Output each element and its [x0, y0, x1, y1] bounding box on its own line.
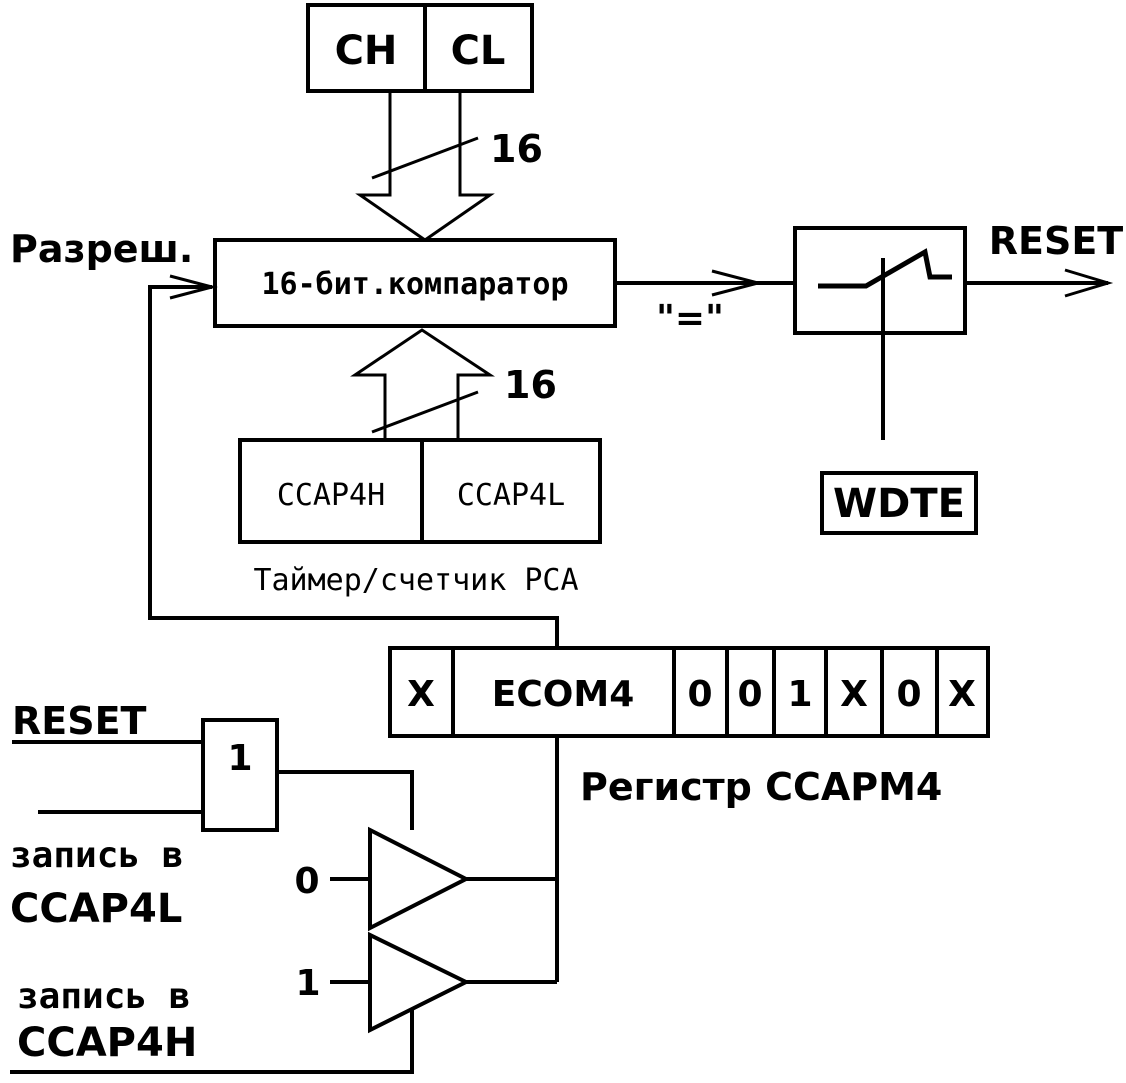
reset-out-arrowhead [1064, 268, 1114, 298]
ccapm4-caption: Регистр CCAPM4 [580, 765, 942, 809]
equal-arrowhead [711, 269, 764, 297]
equal-label: "=" [656, 298, 724, 339]
ccapm4-bit-4: 0 [737, 674, 762, 715]
ccapm4-bit-3: 1 [787, 674, 812, 715]
pulse-symbol [818, 248, 952, 289]
ccap4l-label: CCAP4L [457, 478, 565, 513]
write-low-line2: CCAP4L [10, 886, 182, 932]
write-low-line1: запись в [10, 835, 183, 876]
ccapm4-bit-7: X [407, 674, 435, 715]
reset-out-label: RESET [989, 219, 1124, 263]
timer-caption: Таймер/счетчик PCA [253, 563, 578, 598]
enable-feedback-line [148, 285, 559, 648]
buffer-0-input-label: 0 [294, 861, 319, 902]
ch-label: CH [335, 28, 398, 74]
bottom-bus-width: 16 [504, 363, 557, 407]
write-high-line1: запись в [17, 976, 190, 1017]
or-gate-label: 1 [227, 738, 252, 779]
cl-label: CL [451, 28, 506, 74]
enable-label: Разреш. [10, 227, 193, 271]
ccapm4-bit-0: X [948, 674, 976, 715]
bottom-bus-slash [371, 390, 479, 434]
bottom-bus-arrow [350, 328, 495, 442]
buffer-0 [368, 826, 471, 932]
top-bus-arrow [355, 89, 495, 242]
comparator-label: 16-бит.компаратор [261, 267, 568, 302]
wdte-box [820, 471, 978, 535]
top-bus-width: 16 [490, 127, 543, 171]
ccapm4-bit-5: 0 [687, 674, 712, 715]
top-bus-slash [371, 136, 479, 180]
ccapm4-register [388, 646, 990, 738]
ccapm4-bit-2: X [840, 674, 868, 715]
buffer-1-input-label: 1 [295, 963, 320, 1004]
ccap4h-label: CCAP4H [277, 478, 385, 513]
write-high-line [10, 1008, 414, 1074]
reset-pulse-box [793, 226, 967, 335]
reset-in-label: RESET [12, 699, 147, 743]
or-output-line [277, 770, 414, 830]
ccapm4-bit-6: ECOM4 [492, 674, 635, 715]
or-gate [201, 718, 279, 832]
enable-arrowhead [169, 274, 218, 300]
ccapm4-bit-1: 0 [896, 674, 921, 715]
buffer-1 [368, 931, 471, 1034]
wdte-label: WDTE [833, 481, 965, 527]
ccapm4-bits: X ECOM4 0 0 1 X 0 X [407, 674, 976, 715]
write-high-line2: CCAP4H [17, 1020, 197, 1066]
